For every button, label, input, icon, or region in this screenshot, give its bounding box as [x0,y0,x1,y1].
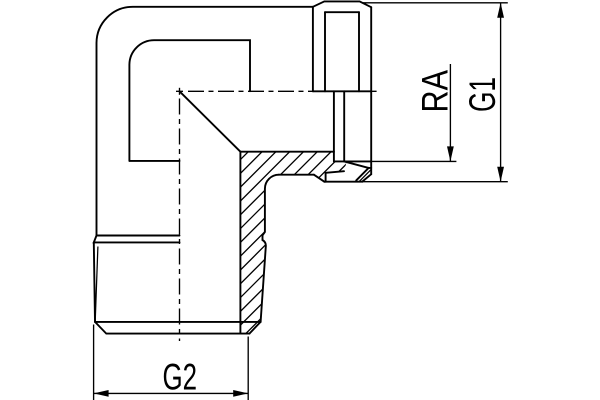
svg-text:G2: G2 [163,357,198,398]
svg-text:G1: G1 [462,77,503,112]
svg-text:RA: RA [414,70,455,113]
